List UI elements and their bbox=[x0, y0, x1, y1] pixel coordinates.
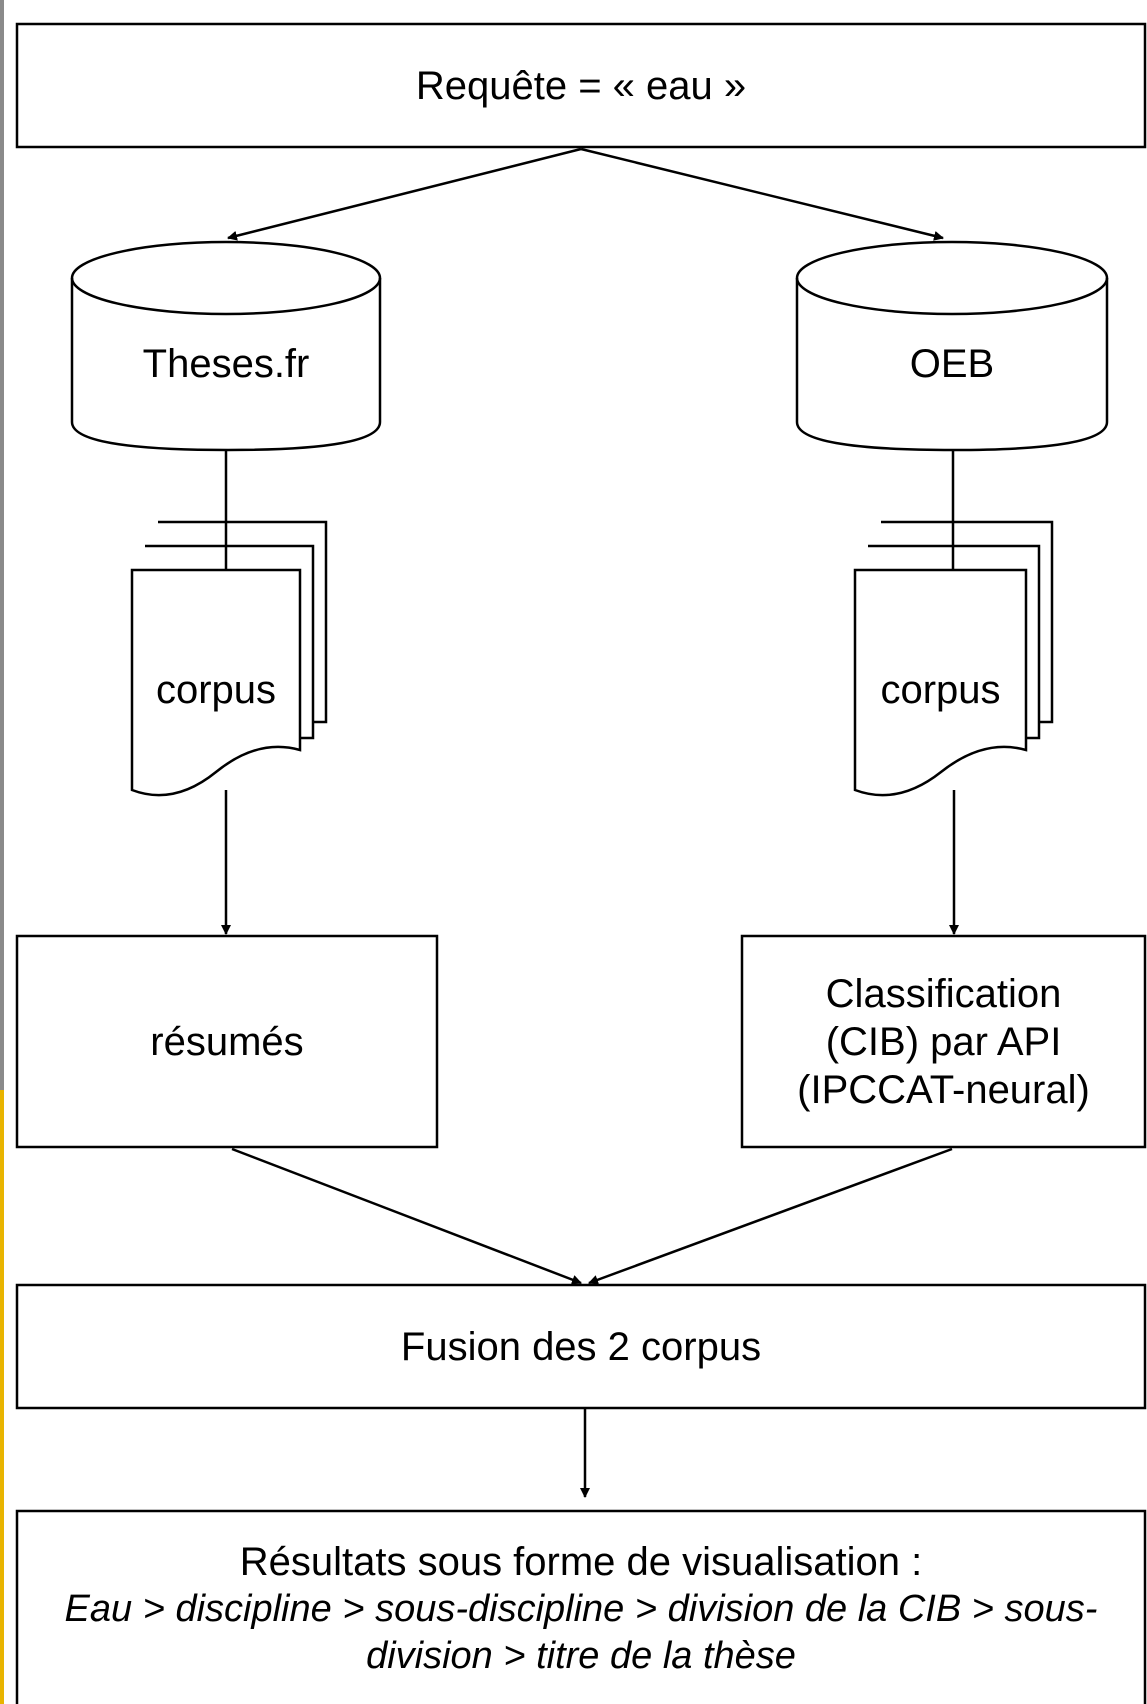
arrow-resumes-to-fusion bbox=[231, 1147, 582, 1285]
database-cylinder-oeb-top bbox=[795, 240, 1109, 316]
page-edge-gray bbox=[0, 0, 4, 1090]
resumes-label-wrap: résumés bbox=[17, 936, 437, 1147]
corpus-label-left: corpus bbox=[155, 668, 277, 712]
classification-label-wrap: Classification (CIB) par API (IPCCAT-neu… bbox=[742, 936, 1145, 1147]
query-label-wrap: Requête = « eau » bbox=[17, 24, 1145, 147]
fusion-box bbox=[15, 1283, 1147, 1410]
results-hierarchy-path: Eau > discipline > sous-discipline > div… bbox=[64, 1587, 1098, 1678]
fusion-label-wrap: Fusion des 2 corpus bbox=[17, 1285, 1145, 1408]
corpus-document-stack-right bbox=[853, 520, 1054, 797]
results-box bbox=[15, 1509, 1147, 1704]
database-label-theses: Theses.fr bbox=[142, 342, 310, 386]
db-oeb-label-wrap: OEB bbox=[797, 314, 1107, 414]
database-label-oeb: OEB bbox=[909, 342, 995, 386]
corpus-label-right: corpus bbox=[880, 668, 1001, 712]
corpus-right-label-wrap: corpus bbox=[855, 640, 1026, 740]
arrow-classification-to-fusion bbox=[588, 1147, 953, 1285]
classification-label: Classification (CIB) par API (IPCCAT-neu… bbox=[797, 971, 1090, 1112]
results-title: Résultats sous forme de visualisation : bbox=[239, 1539, 923, 1584]
arrow-query-to-theses bbox=[227, 147, 582, 241]
query-box bbox=[15, 22, 1147, 149]
query-label: Requête = « eau » bbox=[415, 63, 747, 108]
database-cylinder-theses-top bbox=[70, 240, 382, 316]
classification-box bbox=[740, 934, 1147, 1149]
db-theses-label-wrap: Theses.fr bbox=[72, 314, 380, 414]
results-label-wrap: Résultats sous forme de visualisation : … bbox=[17, 1519, 1145, 1699]
fusion-label: Fusion des 2 corpus bbox=[400, 1324, 762, 1369]
page-edge-gold bbox=[0, 1090, 4, 1704]
resumes-box bbox=[15, 934, 439, 1149]
arrow-query-to-oeb bbox=[580, 147, 944, 241]
corpus-document-stack-left bbox=[130, 520, 328, 797]
resumes-label: résumés bbox=[150, 1019, 304, 1064]
corpus-left-label-wrap: corpus bbox=[132, 640, 300, 740]
database-cylinder-theses bbox=[70, 278, 382, 452]
